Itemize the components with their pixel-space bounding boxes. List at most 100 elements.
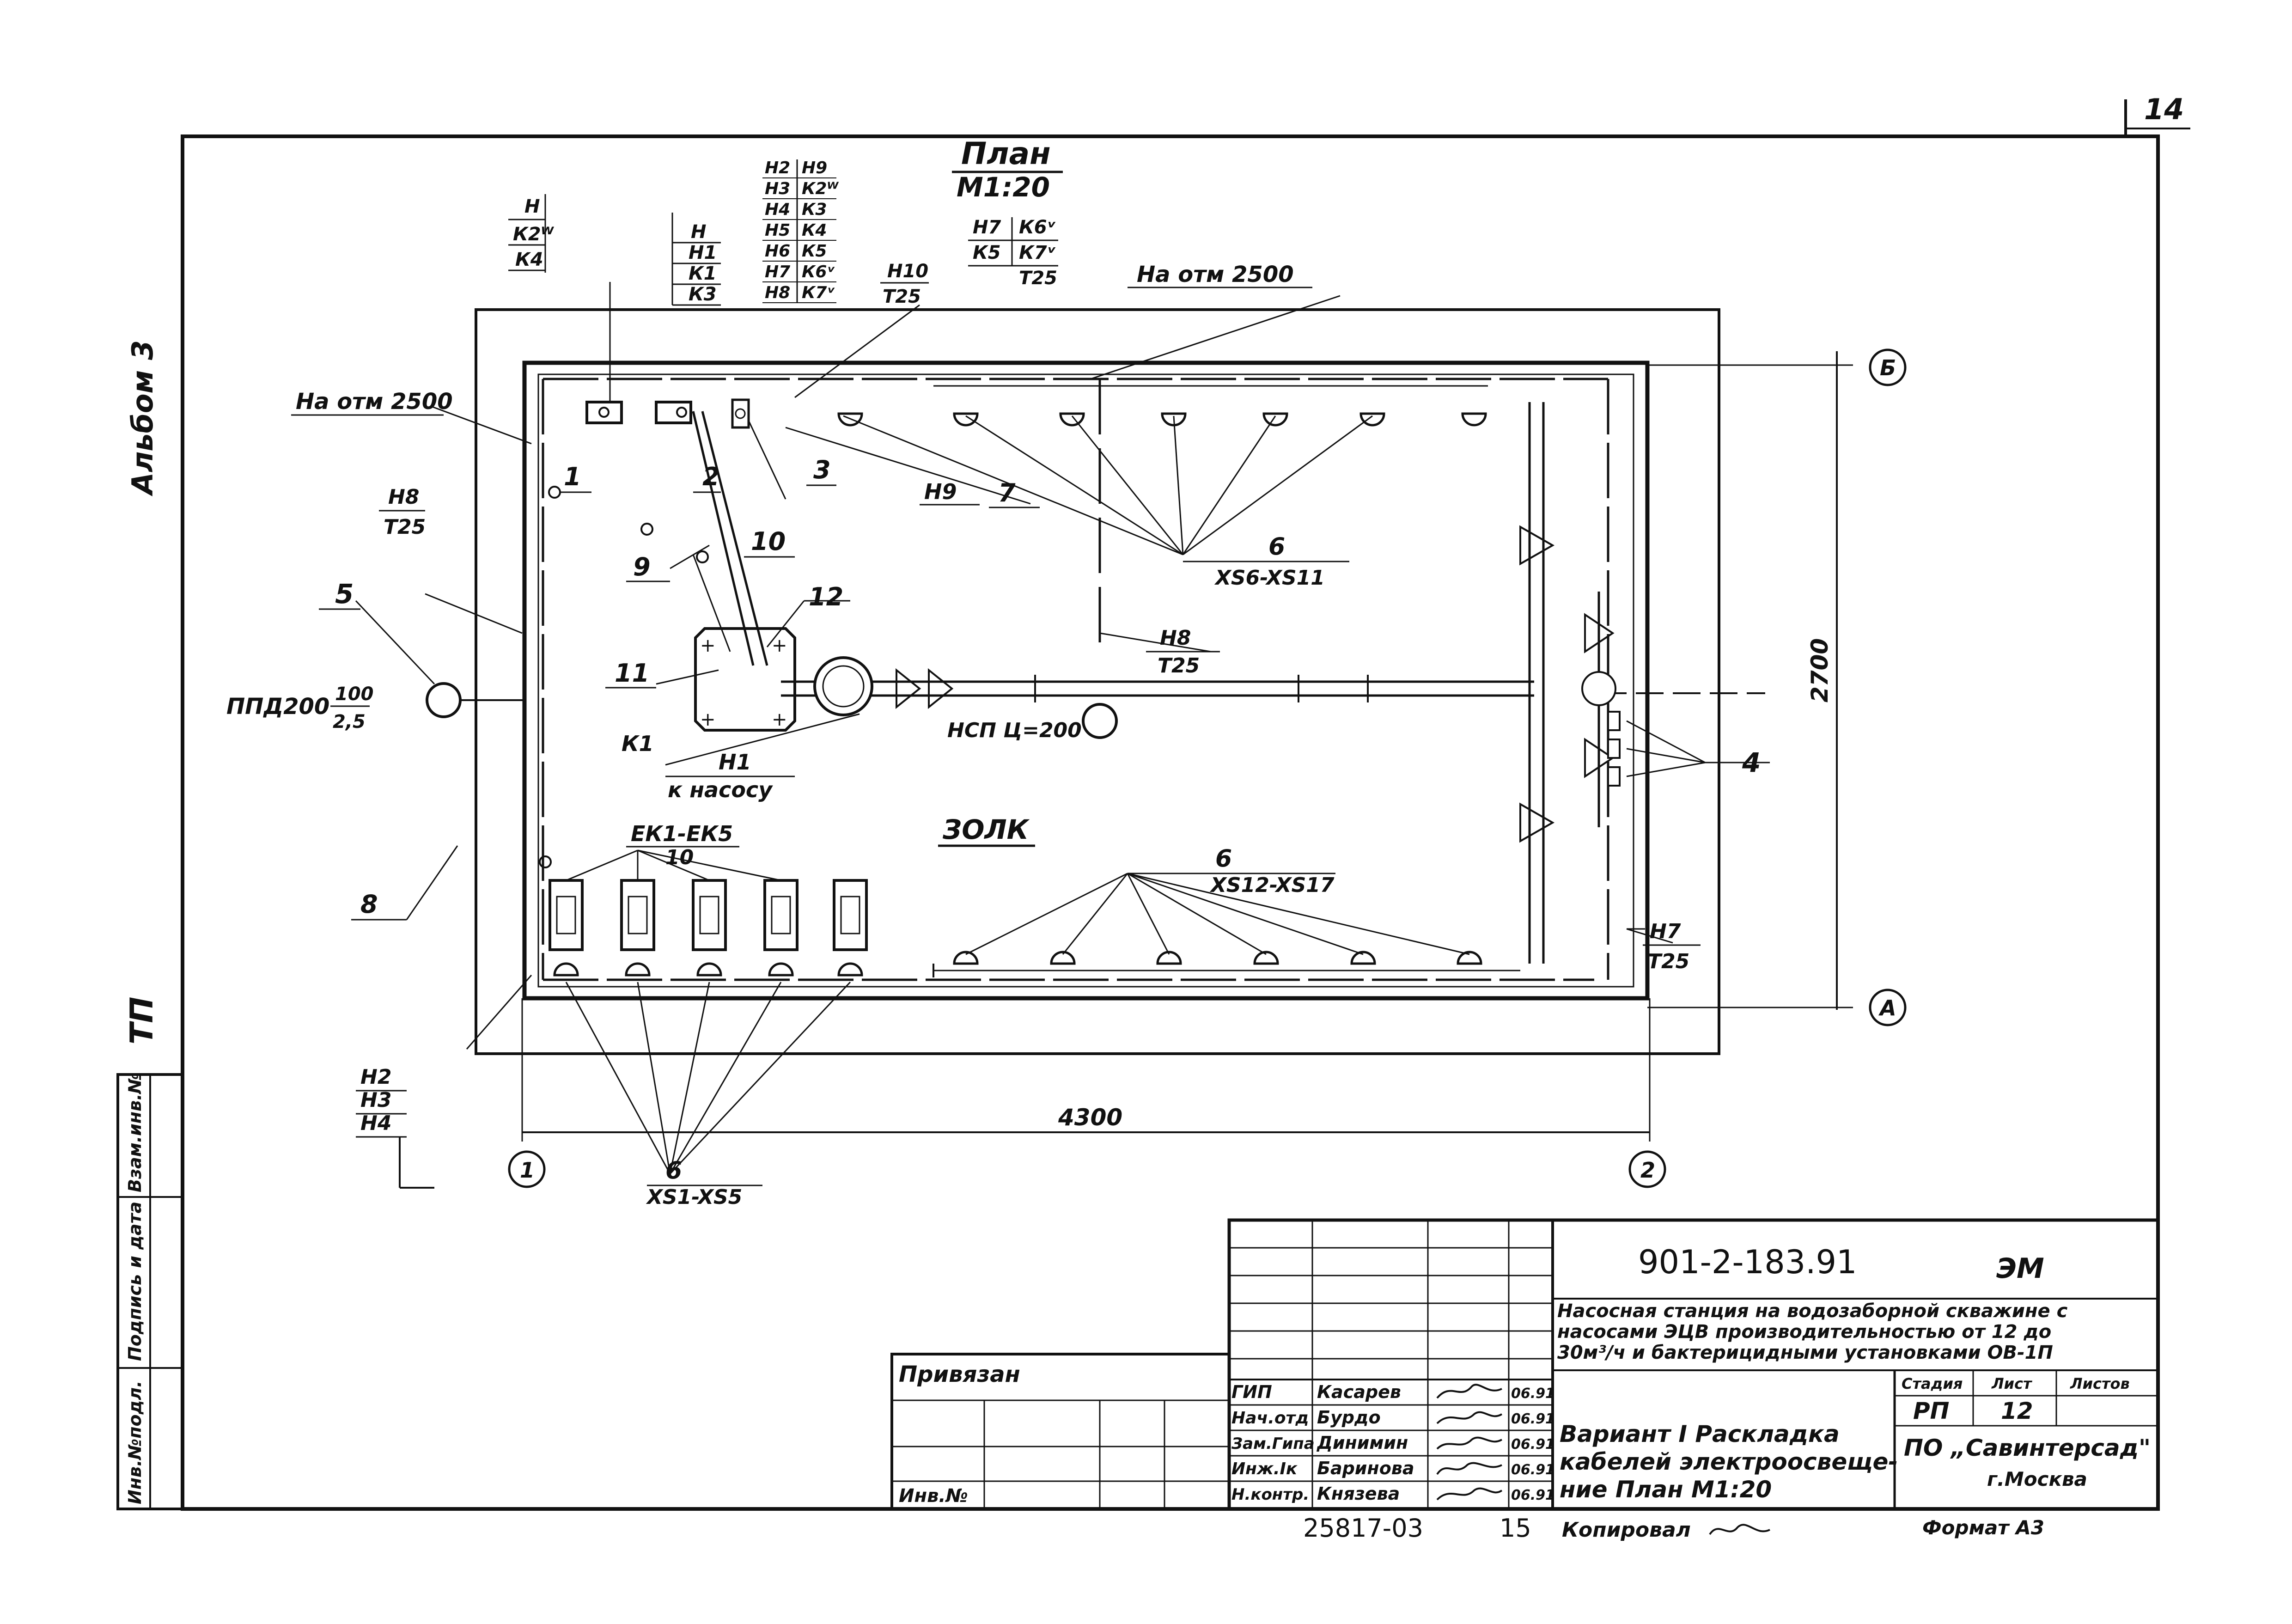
tag3b-6: К6ᵛ — [802, 263, 835, 281]
axis-2: 2 — [1640, 1158, 1655, 1183]
tag3b-4: К4 — [802, 221, 827, 240]
tb-role-1: ГИП — [1231, 1382, 1272, 1402]
copier-signature — [1709, 1524, 1770, 1535]
note-n6-bot: 6 — [665, 1157, 682, 1184]
building — [475, 308, 1720, 1055]
tb-date-4: 06.91 — [1511, 1462, 1555, 1478]
note-t25-h10: Т25 — [883, 286, 921, 307]
tb-date-3: 06.91 — [1511, 1436, 1555, 1453]
heater-4 — [763, 879, 799, 951]
callouts: На отм 2500 На отм 2500 ППД200 100 2,5 Н… — [226, 261, 1770, 1209]
note-h8-mid: Н8 — [1160, 626, 1191, 650]
tag3a-7: Н8 — [765, 283, 790, 302]
tb-name-4: Баринова — [1317, 1458, 1414, 1478]
note-h1: Н1 — [719, 750, 751, 775]
tag2-line-4: К3 — [689, 284, 717, 305]
callout-2: 2 — [702, 462, 720, 491]
tb-desc-1: Насосная станция на водозаборной скважин… — [1557, 1300, 2068, 1322]
socket-row-bottom-left — [553, 962, 863, 977]
tb-name-5: Князева — [1317, 1484, 1400, 1504]
tag3a-5: Н6 — [765, 242, 790, 261]
cable-tag-3: Н2 Н3 Н4 Н5 Н6 Н7 Н8 Н9 К2ᵂ К3 К4 К5 К6ᵛ… — [762, 159, 839, 303]
tag2-line-3: К1 — [689, 263, 717, 284]
dim-width: 4300 — [1058, 1104, 1122, 1131]
tag2-line-2: Н1 — [689, 242, 717, 263]
note-ppd: ППД200 — [226, 694, 329, 720]
note-to-pump: к насосу — [668, 777, 773, 802]
tag4b-2: К7ᵛ — [1019, 242, 1056, 263]
callout-3: 3 — [813, 455, 831, 484]
tb-doc: 901-2-183.91 — [1638, 1243, 1857, 1281]
note-xs-bot: XS1-XS5 — [646, 1185, 742, 1209]
note-atm-top: На отм 2500 — [1137, 262, 1294, 287]
callout-5: 5 — [335, 578, 354, 610]
room-inner-wall — [522, 360, 1650, 1001]
note-n6-mid: 6 — [1215, 845, 1232, 873]
cable-routes — [542, 378, 1609, 981]
tag3a-1: Н2 — [765, 159, 790, 177]
tag3a-3: Н4 — [765, 200, 790, 219]
tag4b-1: К6ᵛ — [1019, 217, 1056, 238]
axis-1: 1 — [520, 1158, 535, 1183]
tag3a-4: Н5 — [765, 221, 790, 240]
callout-10: 10 — [751, 527, 786, 556]
tb-name-1: Касарев — [1317, 1382, 1401, 1402]
tb-org-2: г.Москва — [1987, 1468, 2087, 1490]
panel-1 — [585, 401, 623, 424]
room-name: ЗОЛК — [942, 814, 1030, 845]
tag1-line-2: К2ᵂ — [513, 224, 555, 245]
note-t25-mid: Т25 — [1158, 654, 1200, 678]
tb-name-2: Бурдо — [1317, 1407, 1381, 1428]
tag3b-3: К3 — [802, 200, 827, 219]
cable-tag-1: Н К2ᵂ К4 — [508, 194, 555, 273]
tb-date-5: 06.91 — [1511, 1487, 1555, 1503]
tb-variant-1: Вариант I Раскладка — [1560, 1421, 1840, 1447]
socket-row-bottom-right — [953, 951, 1482, 965]
callout-7: 7 — [998, 478, 1016, 507]
tb-date-1: 06.91 — [1511, 1386, 1555, 1402]
svg-text:+: + — [700, 635, 716, 656]
socket-row-top — [837, 412, 1487, 427]
tag5-2: Н3 — [360, 1088, 391, 1112]
tag4c: Т25 — [1019, 268, 1057, 289]
dim-depth: 2700 — [1806, 638, 1833, 702]
tb-sheets-head: Листов — [2070, 1375, 2130, 1392]
title-block: 901-2-183.91 ЭМ Насосная станция на водо… — [890, 1218, 2160, 1543]
tb-role-4: Инж.Iк — [1231, 1459, 1298, 1478]
tb-role-5: Н.контр. — [1231, 1485, 1309, 1504]
tag3b-2: К2ᵂ — [802, 179, 839, 198]
note-ppd-den: 2,5 — [333, 711, 366, 733]
note-xs-top: XS6-XS11 — [1214, 566, 1325, 590]
note-h10: Н10 — [887, 261, 928, 282]
album-label: Альбом 3 — [126, 340, 159, 497]
note-atm-left: На отм 2500 — [296, 389, 453, 415]
tb-inv: Инв.№ — [899, 1485, 968, 1507]
building-outer-wall — [475, 308, 1720, 1055]
tag2-line-1: Н — [691, 221, 706, 243]
sheet-frame: 14 — [181, 92, 2190, 1511]
side-box-replace: Взам.инв.№ — [125, 1073, 145, 1192]
note-xs-mid: XS12-XS17 — [1209, 873, 1335, 897]
pipework — [692, 402, 1765, 964]
motor-symbol — [1082, 703, 1118, 739]
side-strip: Альбом 3 ТП Взам.инв.№ Подпись и дата Ин… — [116, 340, 184, 1510]
cable-tag-4: Н7 К5 К6ᵛ К7ᵛ Т25 — [968, 217, 1058, 289]
note-ppd-num: 100 — [335, 684, 374, 705]
callout-9: 9 — [633, 552, 651, 581]
heater-5 — [833, 879, 868, 951]
tb-role-3: Зам.Гипа — [1231, 1435, 1315, 1453]
page-number: 14 — [2144, 92, 2184, 126]
note-ek: ЕК1-ЕК5 — [631, 821, 733, 846]
tag4a-1: Н7 — [973, 217, 1001, 238]
heater-1 — [549, 879, 584, 951]
well-head — [694, 627, 796, 732]
footer-copied: Копировал — [1562, 1518, 1691, 1542]
tag3a-2: Н3 — [765, 179, 790, 198]
heater-3 — [692, 879, 727, 951]
callout-8: 8 — [360, 890, 378, 919]
note-h8-left: Н8 — [388, 485, 419, 509]
axis-B: Б — [1880, 355, 1896, 380]
signatures — [1436, 1384, 1503, 1501]
note-k1: К1 — [622, 731, 654, 756]
